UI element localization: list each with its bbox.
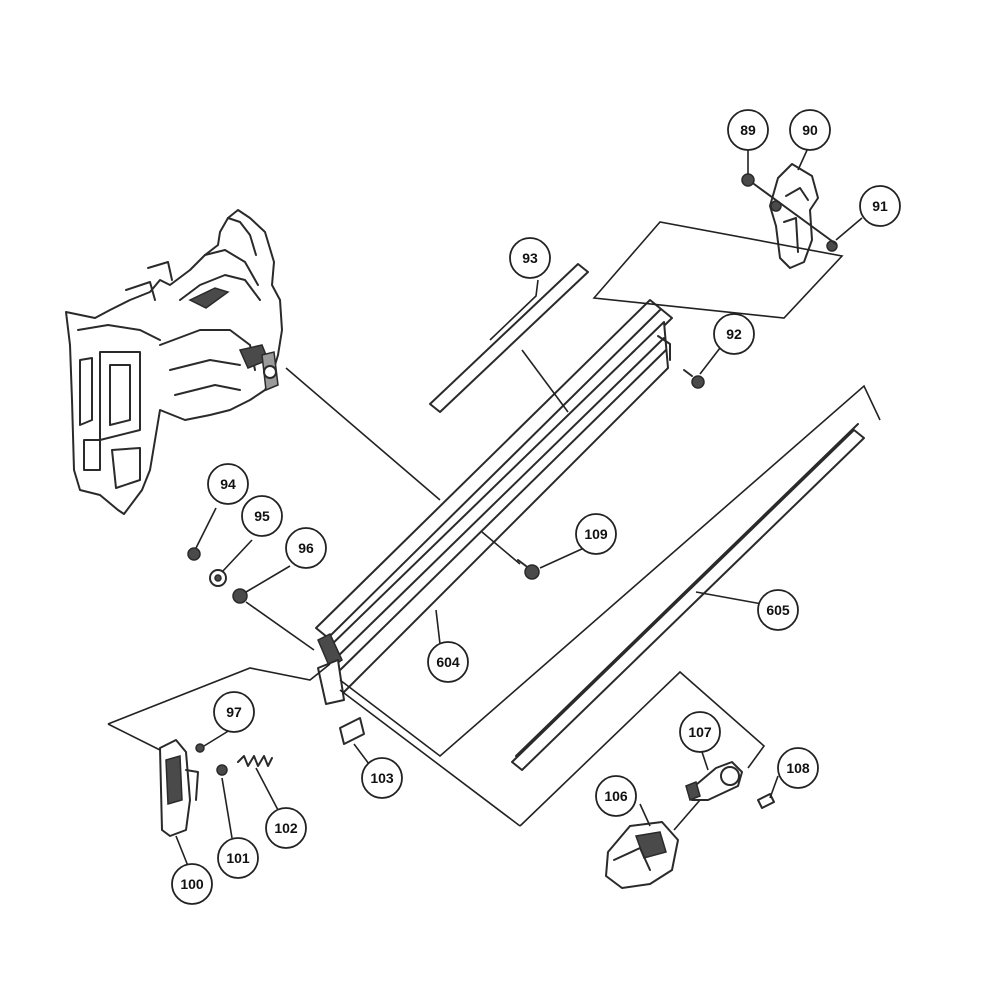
callout-102: 102	[265, 807, 307, 849]
callout-92: 92	[713, 313, 755, 355]
part-97-pin	[195, 743, 205, 753]
callout-108-label: 108	[786, 760, 810, 776]
callout-97-label: 97	[226, 704, 242, 720]
callout-96-label: 96	[298, 540, 314, 556]
part-89-screw	[741, 173, 755, 187]
part-103-label	[339, 717, 365, 745]
part-92-screw	[683, 369, 705, 389]
part-109-screw	[517, 559, 540, 580]
callout-604: 604	[427, 641, 469, 683]
part-106-guide	[605, 821, 679, 889]
callout-90: 90	[789, 109, 831, 151]
callout-109: 109	[575, 513, 617, 555]
callout-604-label: 604	[436, 654, 460, 670]
part-95-washer	[209, 569, 227, 587]
callout-89-label: 89	[740, 122, 756, 138]
part-102-spring	[237, 755, 273, 767]
nailer-body	[65, 209, 283, 515]
callout-107: 107	[679, 711, 721, 753]
callout-96: 96	[285, 527, 327, 569]
leader-lines	[107, 147, 881, 867]
part-100-latch	[159, 739, 199, 837]
part-605-rail	[511, 423, 865, 771]
part-108-pin	[757, 793, 775, 809]
callout-108: 108	[777, 747, 819, 789]
part-93-strip	[429, 263, 589, 413]
callout-100: 100	[171, 863, 213, 905]
callout-109-label: 109	[584, 526, 608, 542]
callout-94: 94	[207, 463, 249, 505]
callout-605: 605	[757, 589, 799, 631]
part-96-nut	[232, 588, 248, 604]
callout-93: 93	[509, 237, 551, 279]
callout-95: 95	[241, 495, 283, 537]
callout-106: 106	[595, 775, 637, 817]
part-604-magazine	[315, 299, 673, 705]
part-94-screw	[187, 547, 201, 561]
callout-97: 97	[213, 691, 255, 733]
callout-106-label: 106	[604, 788, 628, 804]
part-101-pin	[216, 764, 228, 776]
callout-103: 103	[361, 757, 403, 799]
part-107-lever	[685, 761, 743, 802]
callout-95-label: 95	[254, 508, 270, 524]
callout-100-label: 100	[180, 876, 204, 892]
callout-91-label: 91	[872, 198, 888, 214]
callout-101: 101	[217, 837, 259, 879]
callout-94-label: 94	[220, 476, 236, 492]
callout-89: 89	[727, 109, 769, 151]
callout-91: 91	[859, 185, 901, 227]
callout-92-label: 92	[726, 326, 742, 342]
callout-90-label: 90	[802, 122, 818, 138]
callout-103-label: 103	[370, 770, 394, 786]
callout-101-label: 101	[226, 850, 250, 866]
callout-93-label: 93	[522, 250, 538, 266]
callout-102-label: 102	[274, 820, 298, 836]
part-90-bracket	[769, 163, 819, 269]
callout-107-label: 107	[688, 724, 712, 740]
callout-605-label: 605	[766, 602, 790, 618]
